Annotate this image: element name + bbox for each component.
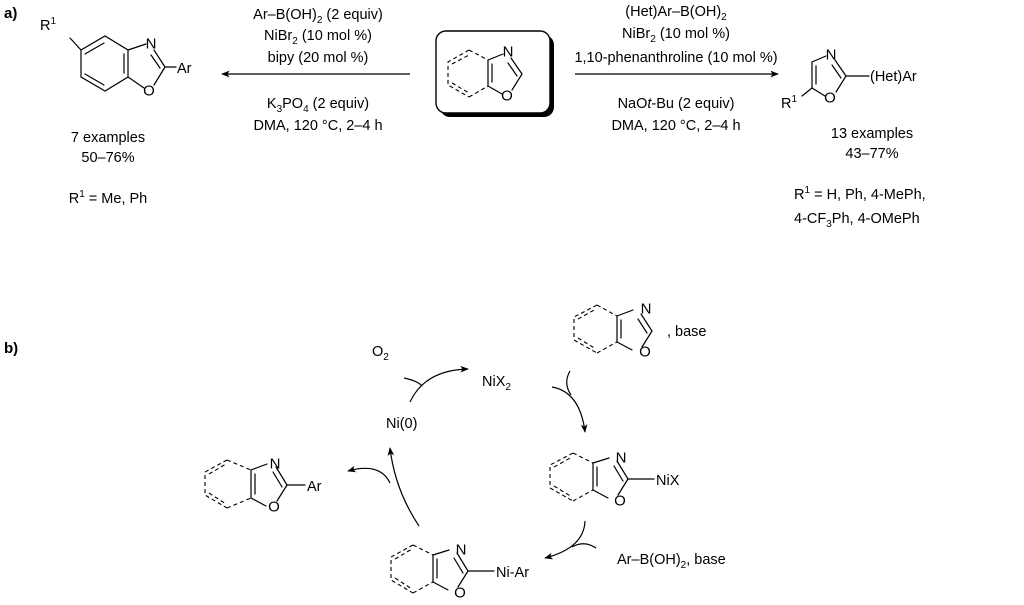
left-product-ar: Ar xyxy=(177,61,192,77)
nix2-species: NiX2 xyxy=(482,374,511,393)
nix-complex-label: NiX xyxy=(656,473,680,489)
niar-complex-label: Ni-Ar xyxy=(496,565,529,581)
left-r1-definition: R1 = Me, Ph xyxy=(69,189,148,207)
right-yield-range: 43–77% xyxy=(845,146,898,162)
boronic-feed-arrow xyxy=(571,543,597,549)
niar-complex-structure xyxy=(390,544,495,594)
start-material-nitrogen: N xyxy=(503,44,514,61)
top-reagent-oxygen: O xyxy=(639,344,651,361)
right-r1-definition-line1: R1 = H, Ph, 4-MePh, xyxy=(794,185,926,203)
nix-complex-structure xyxy=(549,452,655,502)
released-product-structure xyxy=(204,459,306,509)
starting-material-box xyxy=(435,30,554,117)
left-product-structure xyxy=(69,35,177,92)
right-cond-ligand: 1,10-phenanthroline (10 mol %) xyxy=(574,50,777,66)
transmetalation-arrow xyxy=(544,520,586,560)
oxidation-arrow xyxy=(409,365,469,403)
niar-complex-oxygen: O xyxy=(454,585,466,602)
right-cond-solvent-temp: DMA, 120 °C, 2–4 h xyxy=(611,118,740,134)
left-examples-count: 7 examples xyxy=(71,130,145,146)
panel-a-label: a) xyxy=(4,5,17,22)
boronic-acid-reagent: Ar–B(OH)2, base xyxy=(617,552,726,571)
right-examples-count: 13 examples xyxy=(831,126,913,142)
right-cond-boronic-acid: (Het)Ar–B(OH)2 xyxy=(625,4,727,23)
right-cond-catalyst: NiBr2 (10 mol %) xyxy=(622,26,730,45)
product-oxygen: O xyxy=(268,499,280,516)
product-nitrogen: N xyxy=(270,456,281,473)
left-cond-ligand: bipy (20 mol %) xyxy=(268,50,369,66)
product-release-arrow xyxy=(347,465,391,484)
cmetalation-arrow xyxy=(551,386,588,433)
top-benzoxazole-reagent xyxy=(573,304,653,354)
right-product-nitrogen: N xyxy=(826,47,837,64)
right-cond-base: NaOt-Bu (2 equiv) xyxy=(618,96,735,112)
right-product-structure xyxy=(801,55,870,97)
oxygen-feed-arrow xyxy=(403,377,423,387)
left-product-oxygen: O xyxy=(143,83,155,100)
left-product-r1-label: R1 xyxy=(40,16,56,34)
right-product-oxygen: O xyxy=(824,90,836,107)
ni0-species: Ni(0) xyxy=(386,416,417,432)
product-ar-label: Ar xyxy=(307,479,322,495)
left-cond-catalyst: NiBr2 (10 mol %) xyxy=(264,28,372,47)
benzoxazole-feed-arrow xyxy=(566,370,572,396)
right-product-hetar: (Het)Ar xyxy=(870,69,917,85)
top-reagent-base: , base xyxy=(667,324,707,340)
nix-complex-nitrogen: N xyxy=(616,450,627,467)
niar-complex-nitrogen: N xyxy=(456,542,467,559)
right-r1-definition-line2: 4-CF3Ph, 4-OMePh xyxy=(794,211,920,230)
left-yield-range: 50–76% xyxy=(81,150,134,166)
right-product-r1-label: R1 xyxy=(781,94,797,112)
left-cond-boronic-acid: Ar–B(OH)2 (2 equiv) xyxy=(253,7,383,26)
nix-complex-oxygen: O xyxy=(614,493,626,510)
left-cond-base: K3PO4 (2 equiv) xyxy=(267,96,369,115)
top-reagent-nitrogen: N xyxy=(641,301,652,318)
left-cond-solvent-temp: DMA, 120 °C, 2–4 h xyxy=(253,118,382,134)
start-material-oxygen: O xyxy=(501,88,513,105)
reductive-elimination-arrow xyxy=(387,447,420,527)
left-product-nitrogen: N xyxy=(146,36,157,53)
oxygen-reagent: O2 xyxy=(372,344,389,363)
panel-b-label: b) xyxy=(4,340,18,357)
